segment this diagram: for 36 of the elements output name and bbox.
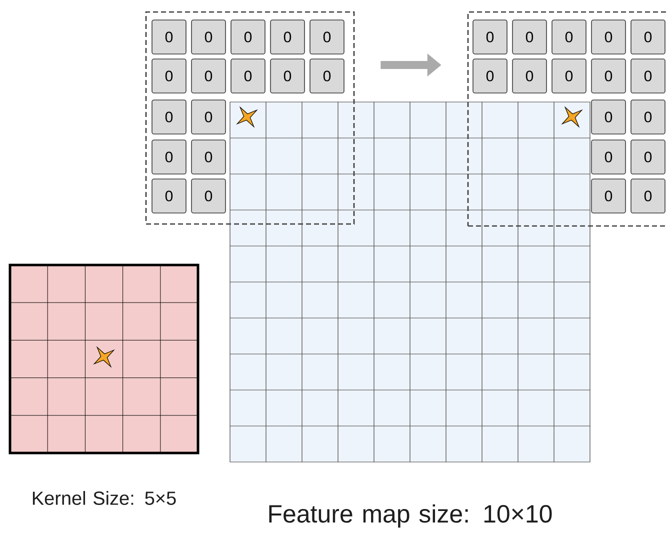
zero-cell: 0 — [270, 20, 305, 54]
sliding-window — [145, 11, 355, 225]
zero-cell: 0 — [270, 58, 305, 94]
zero-cell: 0 — [230, 20, 266, 54]
zero-cell: 0 — [152, 20, 186, 54]
zero-cell: 0 — [152, 100, 186, 134]
zero-cell: 0 — [630, 178, 666, 214]
zero-cell: 0 — [630, 100, 666, 134]
zero-cell: 0 — [630, 20, 666, 54]
zero-cell: 0 — [591, 100, 626, 134]
zero-cell: 0 — [630, 140, 666, 174]
zero-cell: 0 — [152, 58, 186, 94]
zero-cell: 0 — [230, 58, 266, 94]
zero-cell: 0 — [630, 58, 666, 94]
zero-cell: 0 — [152, 178, 186, 214]
zero-cell: 0 — [591, 140, 626, 174]
zero-cell: 0 — [191, 20, 226, 54]
zero-cell: 0 — [310, 20, 344, 54]
zero-cell: 0 — [591, 178, 626, 214]
zero-cell: 0 — [191, 58, 226, 94]
zero-cell: 0 — [472, 58, 508, 94]
zero-cell: 0 — [310, 58, 344, 94]
zero-cell: 0 — [191, 140, 226, 174]
zero-cell: 0 — [552, 58, 586, 94]
zero-cell: 0 — [512, 20, 547, 54]
zero-cell: 0 — [591, 20, 626, 54]
zero-cell: 0 — [152, 140, 186, 174]
sliding-window — [467, 11, 667, 227]
zero-cell: 0 — [512, 58, 547, 94]
zero-cell: 0 — [591, 58, 626, 94]
zero-cell: 0 — [472, 20, 508, 54]
caption: Kernel Size: 5×5 — [32, 491, 176, 505]
zero-cell: 0 — [191, 178, 226, 214]
zero-cell: 0 — [191, 100, 226, 134]
caption: Feature map size: 10×10 — [269, 504, 552, 528]
zero-cell: 0 — [552, 20, 586, 54]
